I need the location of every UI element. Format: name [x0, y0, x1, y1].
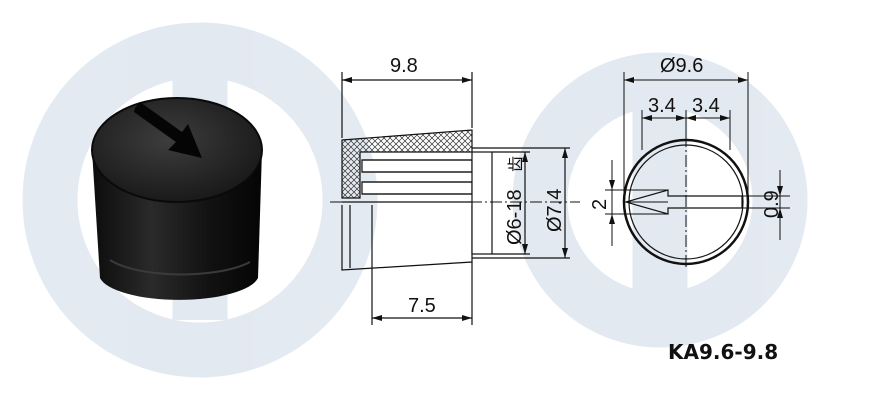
- front-view-arrowheads: [609, 77, 783, 224]
- model-code: KA9.6-9.8: [668, 340, 779, 364]
- half-width-left-label: 3.4: [648, 95, 676, 117]
- shaft-bore-label: Ø6-18: [504, 189, 526, 245]
- knob-arrow-icon: [134, 102, 202, 158]
- half-width-right-label: 3.4: [692, 95, 720, 117]
- tooth-char-label: 齿: [507, 156, 525, 172]
- offset-label: 0.9: [761, 190, 783, 218]
- shaft-length-label: 7.5: [408, 295, 436, 317]
- side-view-arrowheads: [342, 77, 568, 321]
- side-view-drawing: [330, 72, 580, 325]
- overall-length-label: 9.8: [390, 55, 418, 77]
- front-view-drawing: [605, 72, 790, 268]
- arrow-height-label: 2: [589, 199, 611, 210]
- knob-photo: [91, 97, 263, 300]
- outer-diameter-label: Ø7.4: [544, 189, 566, 232]
- front-diameter-label: Ø9.6: [660, 55, 703, 77]
